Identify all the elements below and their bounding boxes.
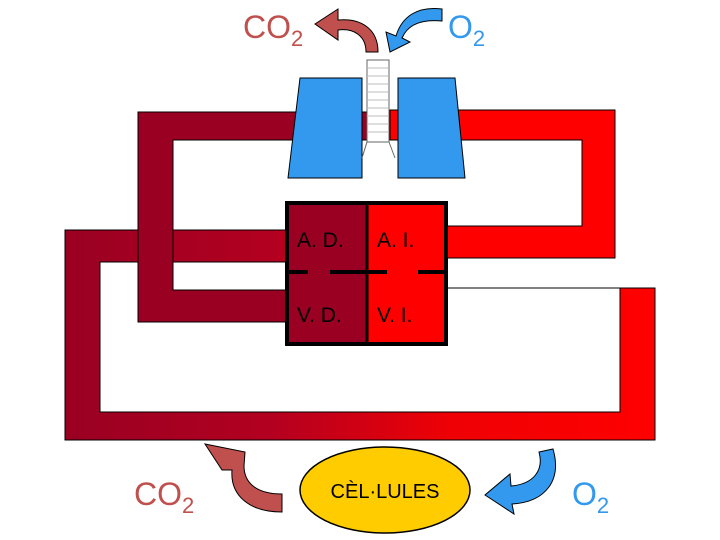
cells-label: CÈL·LULES	[331, 480, 440, 503]
left-ventricle-label: V. I.	[377, 304, 412, 327]
left-atrium-label: A. I.	[377, 229, 414, 252]
o2-bottom-label: O2	[572, 476, 609, 518]
lung-left	[287, 77, 363, 179]
trachea	[361, 59, 396, 159]
co2-bottom-label: CO2	[134, 476, 194, 518]
o2-top-label: O2	[448, 9, 485, 51]
cells-ellipse	[299, 446, 471, 534]
heart: A. D. A. I. V. D. V. I.	[285, 201, 448, 346]
lung-right	[397, 77, 466, 179]
right-ventricle-label: V. D.	[297, 304, 342, 327]
right-atrium-label: A. D.	[297, 229, 344, 252]
co2-top-label: CO2	[243, 9, 303, 51]
o2-inhale-arrow	[385, 7, 443, 53]
co2-exhale-arrow	[314, 8, 379, 53]
o2-delivery-arrow	[484, 448, 556, 516]
co2-release-arrow	[203, 443, 283, 513]
